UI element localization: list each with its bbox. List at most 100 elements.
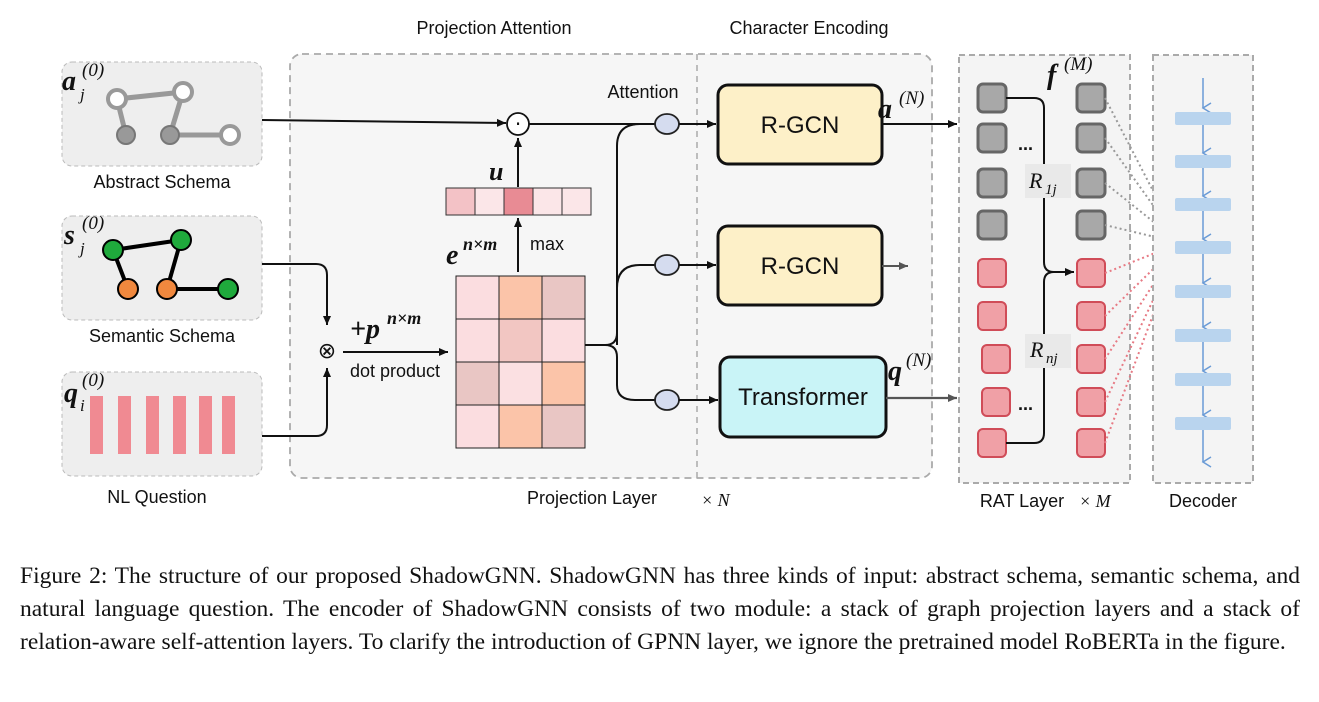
branch-middle bbox=[616, 264, 655, 345]
rat-output-node-pink bbox=[1076, 301, 1106, 331]
r1j-label-bg bbox=[1025, 164, 1071, 198]
semantic-to-otimes-arrow bbox=[262, 263, 331, 325]
decoder-step-bar bbox=[1175, 198, 1231, 211]
rat-input-nodes bbox=[976, 82, 1011, 458]
rat-input-node-gray bbox=[976, 82, 1008, 114]
question-token-bar bbox=[222, 396, 235, 454]
decoder-step-bar bbox=[1175, 417, 1231, 430]
branch-bottom bbox=[604, 344, 655, 401]
decoder-step-bar bbox=[1175, 112, 1231, 125]
r1j-symbol: R 1j bbox=[1028, 168, 1057, 198]
svg-text:s: s bbox=[63, 220, 75, 251]
nl-question-label: NL Question bbox=[107, 487, 206, 507]
rat-output-node-pink bbox=[1076, 428, 1106, 458]
abstract-to-odot-arrow bbox=[261, 118, 507, 127]
matrix-cell bbox=[541, 404, 586, 449]
svg-text:j: j bbox=[78, 239, 85, 258]
semantic-node-green bbox=[102, 239, 124, 261]
rat-output-node-gray bbox=[1075, 209, 1107, 241]
semantic-node-green bbox=[217, 278, 239, 300]
matrix-to-branches bbox=[585, 123, 655, 346]
matrix-cell bbox=[455, 361, 500, 406]
u-vector bbox=[445, 187, 592, 216]
decoder-label: Decoder bbox=[1169, 491, 1237, 511]
odot-symbol: · bbox=[515, 112, 521, 136]
svg-text:R: R bbox=[1028, 168, 1043, 193]
u-vector-cell bbox=[561, 187, 592, 216]
matrix-cell bbox=[541, 275, 586, 320]
rnj-symbol: R nj bbox=[1029, 337, 1058, 367]
figure-caption: Figure 2: The structure of our proposed … bbox=[20, 563, 1300, 655]
semantic-node-green bbox=[170, 229, 192, 251]
matrix-cell bbox=[498, 318, 543, 363]
semantic-node-orange bbox=[156, 278, 178, 300]
matrix-cell bbox=[498, 275, 543, 320]
matrix-cell bbox=[455, 318, 500, 363]
rat-layer-repeat: × M bbox=[1079, 491, 1112, 511]
rat-output-node-pink bbox=[1076, 344, 1106, 374]
matrix-cell bbox=[455, 275, 500, 320]
decoder-step-bar bbox=[1175, 373, 1231, 386]
q-n-symbol: q (N) bbox=[888, 350, 931, 387]
attention-node-top bbox=[654, 113, 680, 135]
svg-text:n×m: n×m bbox=[463, 234, 497, 254]
svg-text:a: a bbox=[878, 94, 892, 125]
rat-layer-label: RAT Layer bbox=[980, 491, 1064, 511]
matrix-cell bbox=[455, 404, 500, 449]
semantic-schema-symbol: s (0) j bbox=[63, 213, 104, 258]
svg-text:(M): (M) bbox=[1064, 54, 1092, 75]
svg-text:i: i bbox=[80, 396, 85, 415]
rat-input-node-pink bbox=[977, 301, 1007, 331]
svg-text:j: j bbox=[78, 85, 85, 104]
e-matrix-symbol: e n×m bbox=[446, 234, 497, 271]
matrix-cell bbox=[541, 361, 586, 406]
matrix-cell bbox=[498, 361, 543, 406]
svg-text:(0): (0) bbox=[82, 213, 104, 234]
rat-output-nodes bbox=[1075, 82, 1107, 458]
u-vector-cell bbox=[474, 187, 505, 216]
rat-input-node-gray bbox=[976, 167, 1008, 199]
u-vector-cell bbox=[532, 187, 563, 216]
shadowgnn-architecture-diagram: Projection Attention Character Encoding … bbox=[61, 18, 1254, 511]
attention-node-middle bbox=[654, 254, 680, 276]
decoder-step-bar bbox=[1175, 155, 1231, 168]
rgcn-label-2: R-GCN bbox=[761, 253, 840, 280]
abstract-node bbox=[160, 125, 180, 145]
decoder-step-bar bbox=[1175, 329, 1231, 342]
dot-product-label: dot product bbox=[350, 361, 440, 381]
abstract-schema-symbol: a (0) j bbox=[62, 60, 104, 104]
u-vector-cell bbox=[503, 187, 534, 216]
svg-text:f: f bbox=[1047, 60, 1059, 91]
attention-node-bottom bbox=[654, 389, 680, 411]
question-token-bar bbox=[90, 396, 103, 454]
matrix-cell bbox=[498, 404, 543, 449]
p-matrix-symbol: +p n×m bbox=[350, 308, 421, 345]
svg-text:n×m: n×m bbox=[387, 308, 421, 328]
decoder-steps bbox=[1175, 112, 1231, 468]
a-n-symbol: a (N) bbox=[878, 88, 924, 125]
svg-text:q: q bbox=[64, 378, 78, 409]
svg-text:1j: 1j bbox=[1045, 182, 1057, 198]
matrix-cell bbox=[541, 318, 586, 363]
question-to-otimes-arrow bbox=[262, 368, 331, 437]
otimes-symbol: ⊗ bbox=[318, 339, 336, 364]
rat-input-node-gray bbox=[976, 122, 1008, 154]
rat-output-node-pink bbox=[1076, 258, 1106, 288]
nl-question-panel bbox=[61, 371, 263, 477]
abstract-schema-panel bbox=[61, 61, 263, 167]
attention-label: Attention bbox=[607, 82, 678, 102]
rnj-label-bg bbox=[1025, 334, 1071, 368]
rat-output-node-gray bbox=[1075, 122, 1107, 154]
transformer-label: Transformer bbox=[738, 384, 868, 411]
rat-output-node-gray bbox=[1075, 167, 1107, 199]
attention-matrix bbox=[455, 275, 586, 449]
rat-input-node-pink bbox=[977, 258, 1007, 288]
svg-text:e: e bbox=[446, 240, 458, 271]
relation-edge-rnj bbox=[1006, 271, 1055, 444]
character-encoding-title: Character Encoding bbox=[729, 18, 888, 38]
nl-question-symbol: q (0) i bbox=[64, 370, 104, 415]
svg-text:a: a bbox=[62, 66, 76, 97]
decoder-step-bar bbox=[1175, 285, 1231, 298]
semantic-node-orange bbox=[117, 278, 139, 300]
rat-ellipsis-top: ... bbox=[1018, 134, 1033, 154]
